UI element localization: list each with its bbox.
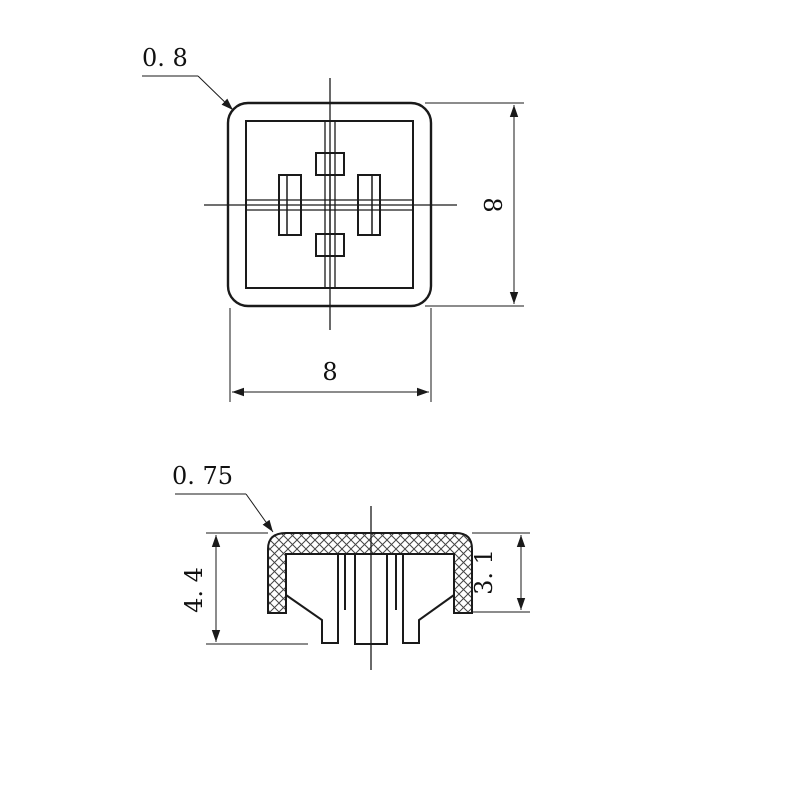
top-view: 8 8 0. 8 xyxy=(142,44,524,402)
wall-thickness-label: 0. 8 xyxy=(142,44,188,72)
side-wall-thickness-label: 0. 75 xyxy=(172,462,233,490)
stem-body xyxy=(285,506,455,670)
width-label: 8 xyxy=(322,358,337,386)
total-height-dimension: 4. 4 xyxy=(180,532,308,645)
left-boss xyxy=(278,174,302,236)
body-height-label: 3. 1 xyxy=(470,549,498,595)
total-height-label: 4. 4 xyxy=(180,567,208,613)
cross-ribs xyxy=(246,121,413,288)
body-height-dimension: 3. 1 xyxy=(470,532,530,613)
side-view: 4. 4 3. 1 0. 75 xyxy=(172,462,530,670)
height-label: 8 xyxy=(478,197,506,212)
stem-bosses xyxy=(278,152,381,257)
wall-thickness-leader: 0. 8 xyxy=(142,44,234,111)
height-dimension: 8 xyxy=(425,102,524,307)
right-boss xyxy=(357,174,381,236)
cap-section-hatched xyxy=(267,532,473,614)
width-dimension: 8 xyxy=(229,308,432,402)
side-wall-thickness-leader: 0. 75 xyxy=(172,462,274,533)
